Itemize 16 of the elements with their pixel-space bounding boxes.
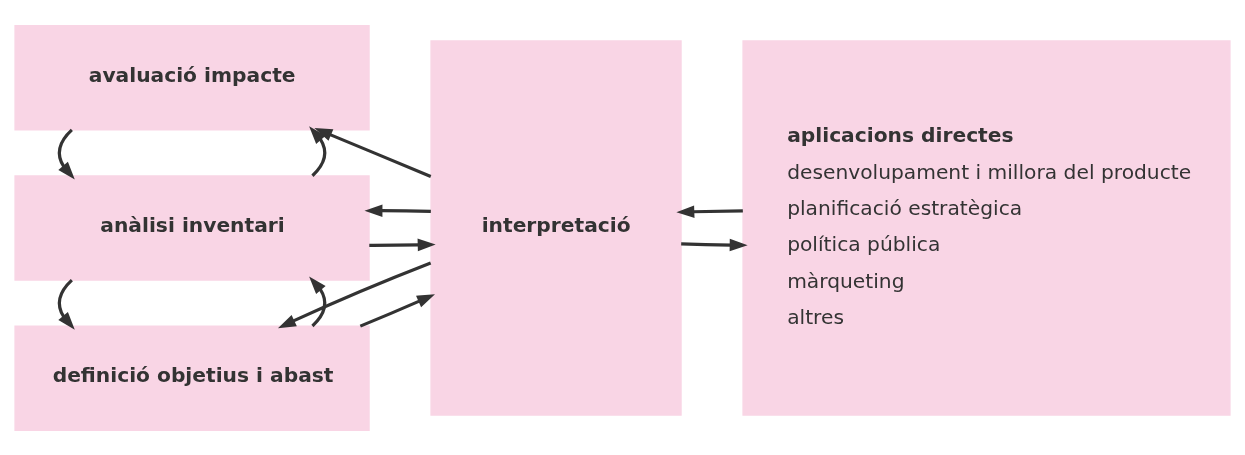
arrow [676,204,743,218]
arrow [369,238,436,251]
arrow [57,128,75,179]
arrow [359,293,435,328]
node-box: aplicacions directes desenvolupament i millora del producte planificació estratègica política pública màrqueting altres [742,39,1231,416]
arrow [364,203,431,217]
node-box: interpretació [430,39,682,416]
arrow [277,261,432,328]
arrow [314,127,432,178]
arrow [309,125,327,177]
arrow [309,275,327,327]
node-box: anàlisi inventari [14,174,370,281]
arrow [57,278,75,330]
node-box: definició objetius i abast [14,325,370,431]
node-box: avaluació impacte [14,24,370,130]
arrow [681,238,748,251]
